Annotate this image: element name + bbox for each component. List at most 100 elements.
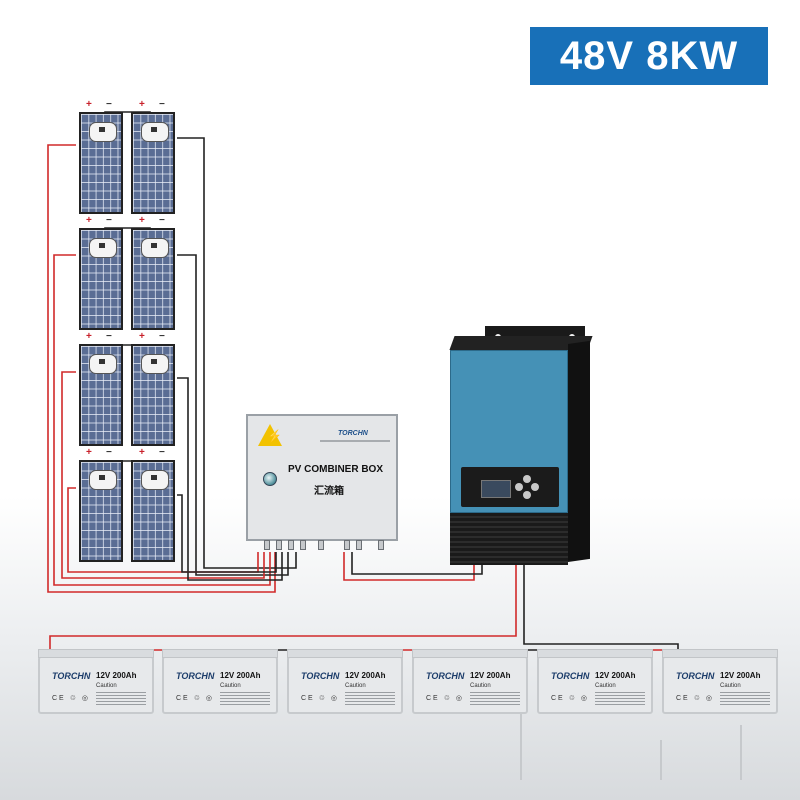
cable-gland-icon bbox=[276, 540, 282, 550]
lcd-display bbox=[481, 480, 511, 498]
battery-lid bbox=[287, 649, 403, 658]
battery-spec: 12V 200Ah bbox=[470, 671, 511, 680]
warning-mark: ⚡ bbox=[267, 429, 282, 443]
battery-fine-print bbox=[345, 692, 395, 706]
pv-combiner-box: ⚡ TORCHN PV COMBINER BOX 汇流箱 bbox=[246, 414, 398, 550]
battery-lid bbox=[38, 649, 154, 658]
battery: TORCHN 12V 200Ah Caution CE ♲ ◎ bbox=[162, 649, 278, 714]
inverter-side bbox=[568, 340, 590, 562]
solar-panel bbox=[131, 112, 175, 214]
negative-terminal-label: − bbox=[106, 99, 112, 110]
cable-gland-icon bbox=[356, 540, 362, 550]
combiner-to-inverter-positive bbox=[343, 552, 475, 581]
positive-terminal-label: + bbox=[86, 331, 92, 342]
cable-gland-icon bbox=[288, 540, 294, 550]
solar-panel bbox=[131, 228, 175, 330]
battery-brand: TORCHN bbox=[52, 671, 91, 681]
solar-panel bbox=[79, 460, 123, 562]
inverter-front bbox=[450, 350, 568, 513]
battery: TORCHN 12V 200Ah Caution CE ♲ ◎ bbox=[537, 649, 653, 714]
solar-panel bbox=[131, 344, 175, 446]
positive-terminal-label: + bbox=[139, 331, 145, 342]
battery-fine-print bbox=[96, 692, 146, 706]
string-4-negative-wire bbox=[177, 494, 277, 573]
control-button bbox=[523, 475, 531, 483]
combiner-to-inverter-negative bbox=[351, 552, 483, 575]
battery: TORCHN 12V 200Ah Caution CE ♲ ◎ bbox=[38, 649, 154, 714]
battery-spec: 12V 200Ah bbox=[720, 671, 761, 680]
wind-turbine-icon bbox=[520, 710, 522, 780]
string-1-positive-wire bbox=[47, 144, 276, 593]
control-button bbox=[531, 483, 539, 491]
inverter-control-panel bbox=[461, 467, 559, 507]
junction-box-icon bbox=[141, 238, 169, 258]
certification-icons: CE ♲ ◎ bbox=[52, 695, 90, 702]
control-button bbox=[515, 483, 523, 491]
battery-brand: TORCHN bbox=[676, 671, 715, 681]
junction-box-icon bbox=[89, 354, 117, 374]
positive-terminal-label: + bbox=[86, 99, 92, 110]
positive-terminal-label: + bbox=[139, 447, 145, 458]
battery-brand: TORCHN bbox=[176, 671, 215, 681]
string-1-negative-wire bbox=[177, 137, 297, 569]
system-rating-banner: 48V 8KW bbox=[530, 27, 768, 85]
junction-box-icon bbox=[89, 238, 117, 258]
positive-terminal-label: + bbox=[139, 99, 145, 110]
solar-panel bbox=[79, 228, 123, 330]
junction-box-icon bbox=[141, 470, 169, 490]
cable-gland-icon bbox=[300, 540, 306, 550]
wind-turbine-icon bbox=[740, 725, 742, 780]
certification-icons: CE ♲ ◎ bbox=[301, 695, 339, 702]
junction-box-icon bbox=[141, 354, 169, 374]
solar-panel bbox=[79, 344, 123, 446]
negative-terminal-label: − bbox=[159, 215, 165, 226]
battery-fine-print bbox=[595, 692, 645, 706]
battery-fine-print bbox=[470, 692, 520, 706]
battery-fine-print bbox=[720, 692, 770, 706]
negative-terminal-label: − bbox=[159, 99, 165, 110]
battery-brand: TORCHN bbox=[426, 671, 465, 681]
battery-caution: Caution bbox=[595, 683, 616, 689]
negative-terminal-label: − bbox=[106, 331, 112, 342]
battery-lid bbox=[662, 649, 778, 658]
battery-caution: Caution bbox=[220, 683, 241, 689]
cable-gland-icon bbox=[318, 540, 324, 550]
negative-terminal-label: − bbox=[106, 447, 112, 458]
combiner-brand: TORCHN bbox=[338, 430, 368, 437]
battery-lid bbox=[537, 649, 653, 658]
negative-terminal-label: − bbox=[159, 447, 165, 458]
string-2-positive-wire bbox=[53, 254, 271, 586]
battery-spec: 12V 200Ah bbox=[345, 671, 386, 680]
battery-spec: 12V 200Ah bbox=[96, 671, 137, 680]
cable-gland-icon bbox=[264, 540, 270, 550]
battery-spec: 12V 200Ah bbox=[220, 671, 261, 680]
certification-icons: CE ♲ ◎ bbox=[551, 695, 589, 702]
battery: TORCHN 12V 200Ah Caution CE ♲ ◎ bbox=[287, 649, 403, 714]
cable-gland-icon bbox=[344, 540, 350, 550]
positive-terminal-label: + bbox=[86, 215, 92, 226]
string-3-negative-wire bbox=[177, 377, 283, 581]
battery-caution: Caution bbox=[470, 683, 491, 689]
isolator-knob-icon bbox=[263, 472, 277, 486]
string-2-negative-wire bbox=[177, 254, 289, 576]
battery-caution: Caution bbox=[720, 683, 741, 689]
negative-terminal-label: − bbox=[159, 331, 165, 342]
battery-spec: 12V 200Ah bbox=[595, 671, 636, 680]
combiner-title-chinese: 汇流箱 bbox=[314, 486, 344, 497]
junction-box-icon bbox=[89, 122, 117, 142]
cable-gland-icon bbox=[378, 540, 384, 550]
wind-turbine-icon bbox=[660, 740, 662, 780]
negative-terminal-label: − bbox=[106, 215, 112, 226]
certification-icons: CE ♲ ◎ bbox=[676, 695, 714, 702]
positive-terminal-label: + bbox=[139, 215, 145, 226]
battery: TORCHN 12V 200Ah Caution CE ♲ ◎ bbox=[412, 649, 528, 714]
battery-fine-print bbox=[220, 692, 270, 706]
combiner-brand-underline bbox=[320, 440, 390, 442]
battery-brand: TORCHN bbox=[551, 671, 590, 681]
control-button bbox=[523, 491, 531, 499]
battery-lid bbox=[412, 649, 528, 658]
battery-caution: Caution bbox=[96, 683, 117, 689]
solar-panel bbox=[79, 112, 123, 214]
battery: TORCHN 12V 200Ah Caution CE ♲ ◎ bbox=[662, 649, 778, 714]
